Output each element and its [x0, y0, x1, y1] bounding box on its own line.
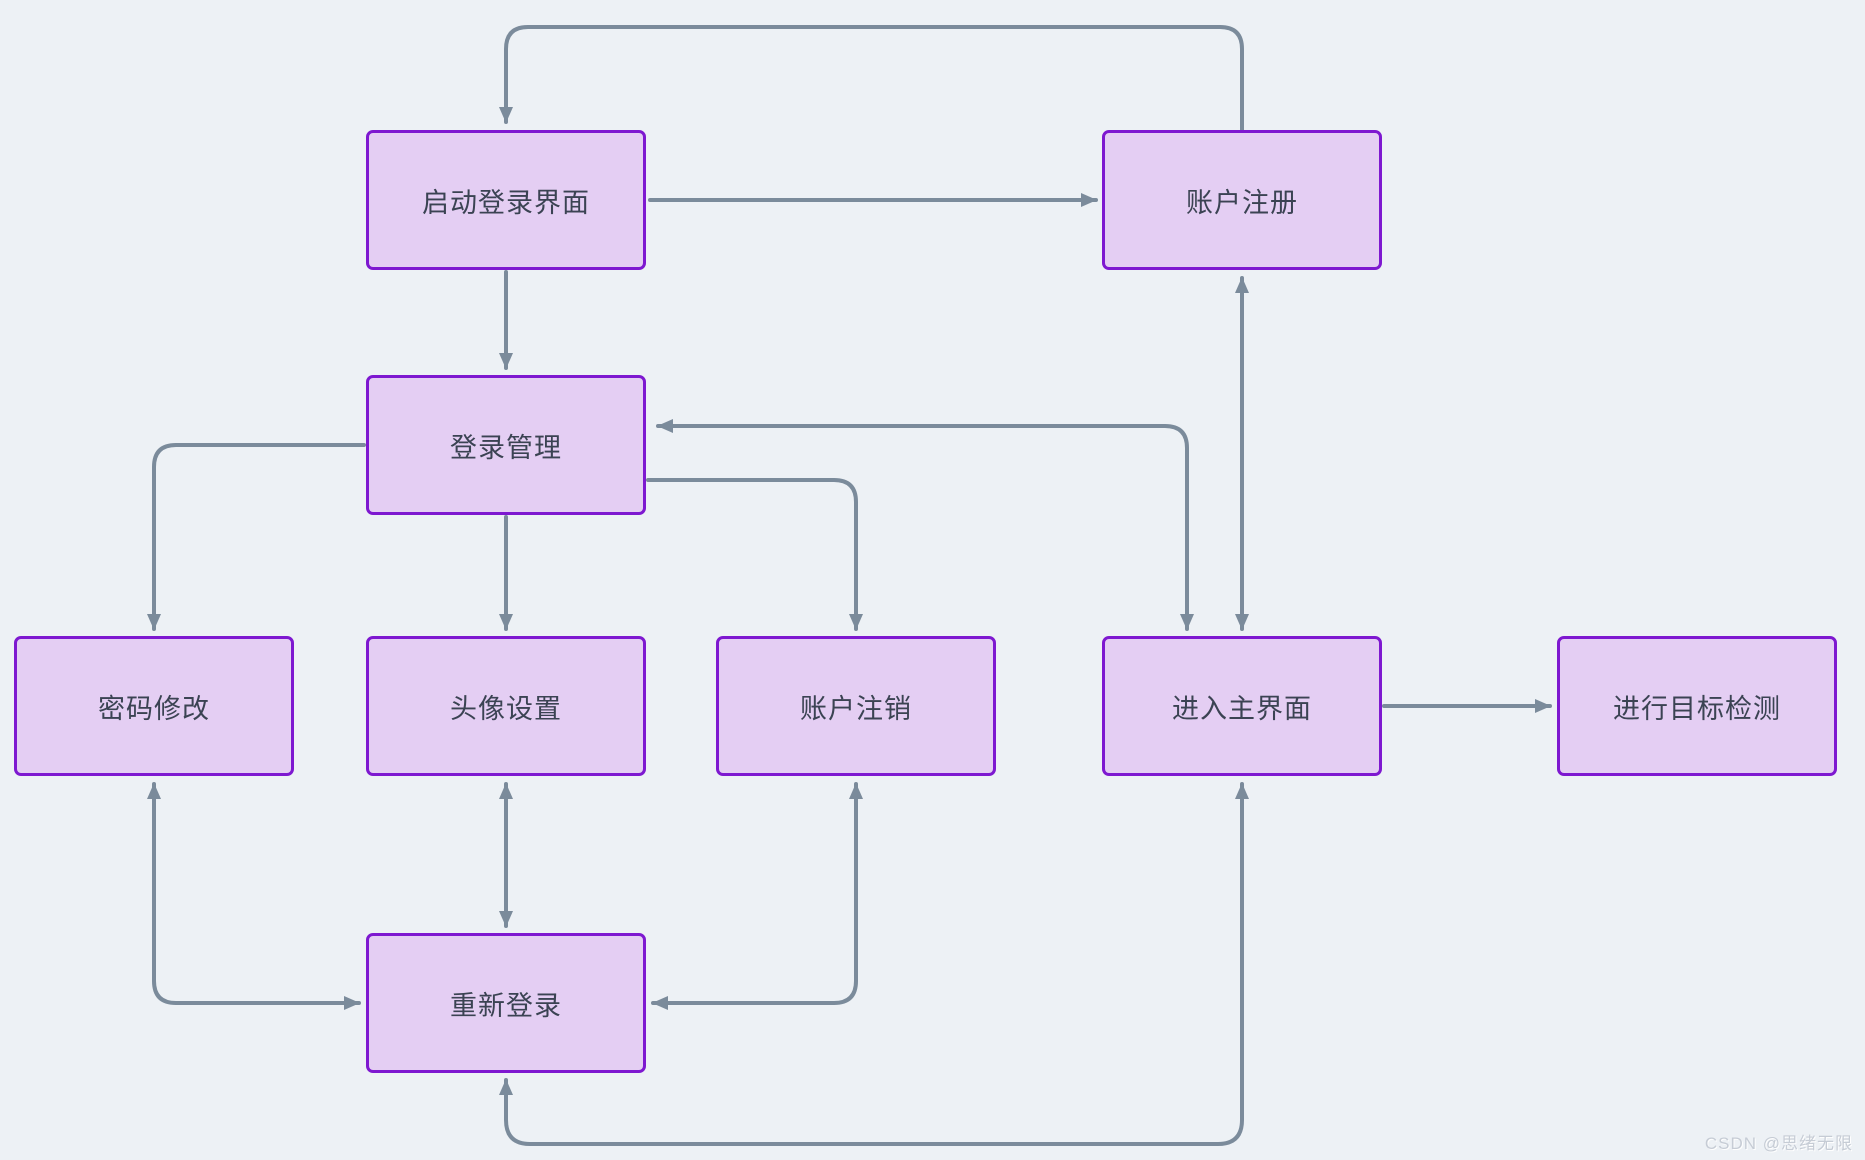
node-label: 启动登录界面	[422, 187, 590, 218]
edge-relogin-main-two-way-loop	[499, 782, 1249, 1146]
node-label: 进入主界面	[1172, 693, 1312, 724]
node-password-change: 密码修改	[14, 636, 294, 776]
edge-management-main-two-way	[656, 419, 1194, 631]
node-label: 进行目标检测	[1613, 693, 1781, 724]
edge-password-relogin-two-way	[147, 782, 361, 1010]
node-main-interface: 进入主界面	[1102, 636, 1382, 776]
node-start-login-screen: 启动登录界面	[366, 130, 646, 270]
node-relogin: 重新登录	[366, 933, 646, 1073]
node-account-register: 账户注册	[1102, 130, 1382, 270]
node-label: 登录管理	[450, 432, 562, 463]
edge-logout-relogin-two-way	[651, 782, 863, 1010]
csdn-watermark: CSDN @思绪无限	[1704, 1134, 1853, 1153]
node-label: 账户注销	[800, 693, 912, 724]
node-label: 账户注册	[1186, 187, 1298, 218]
node-label: 重新登录	[450, 990, 562, 1021]
edge-register-to-start-login-loop	[499, 25, 1244, 132]
node-target-detection: 进行目标检测	[1557, 636, 1837, 776]
edge-management-to-logout	[646, 478, 863, 631]
node-label: 头像设置	[450, 693, 562, 724]
edge-management-to-password	[147, 443, 366, 631]
node-login-management: 登录管理	[366, 375, 646, 515]
node-account-logout: 账户注销	[716, 636, 996, 776]
node-avatar-setting: 头像设置	[366, 636, 646, 776]
node-label: 密码修改	[98, 693, 210, 724]
